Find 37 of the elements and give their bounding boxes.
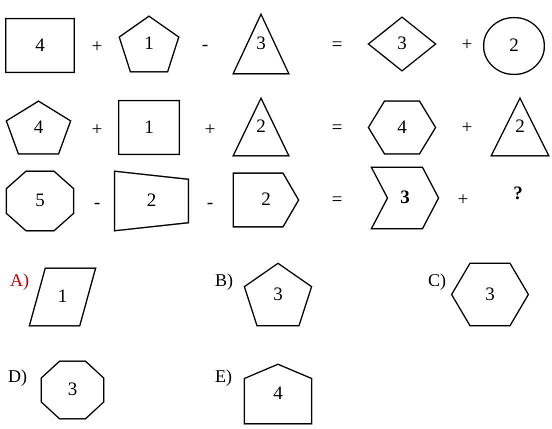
- operator-sign: ?: [513, 183, 523, 205]
- number: 3: [400, 187, 410, 209]
- operator-sign: +: [92, 119, 102, 141]
- operator-sign: =: [332, 189, 342, 211]
- operator-sign: -: [202, 34, 208, 56]
- operator-sign: +: [462, 117, 472, 139]
- number: 3: [273, 284, 283, 306]
- number: 4: [397, 116, 407, 138]
- number: 4: [35, 34, 45, 56]
- number: 2: [261, 189, 271, 211]
- number: 1: [144, 33, 154, 55]
- operator-sign: =: [332, 117, 342, 139]
- option-letter: B): [215, 270, 233, 291]
- number: 5: [35, 190, 45, 212]
- number: 3: [256, 33, 266, 55]
- operator-sign: -: [206, 192, 214, 214]
- operator-sign: +: [458, 189, 468, 211]
- number: 1: [58, 286, 68, 308]
- number: 2: [146, 190, 156, 212]
- number: 2: [515, 116, 525, 138]
- number: 4: [273, 383, 283, 405]
- number: 4: [34, 116, 44, 138]
- number: 3: [397, 33, 407, 55]
- option-letter: E): [215, 366, 232, 387]
- number: 2: [509, 35, 519, 57]
- number: 1: [144, 116, 154, 138]
- option-letter: C): [428, 270, 446, 291]
- operator-sign: +: [92, 36, 102, 58]
- number: 3: [485, 284, 495, 306]
- operator-sign: +: [204, 119, 216, 141]
- operator-sign: -: [94, 192, 100, 214]
- operator-sign: =: [332, 34, 342, 56]
- number: 2: [256, 116, 266, 138]
- option-letter: D): [8, 366, 27, 387]
- operator-sign: +: [462, 34, 472, 56]
- number: 3: [68, 379, 78, 401]
- option-letter: A): [10, 270, 29, 291]
